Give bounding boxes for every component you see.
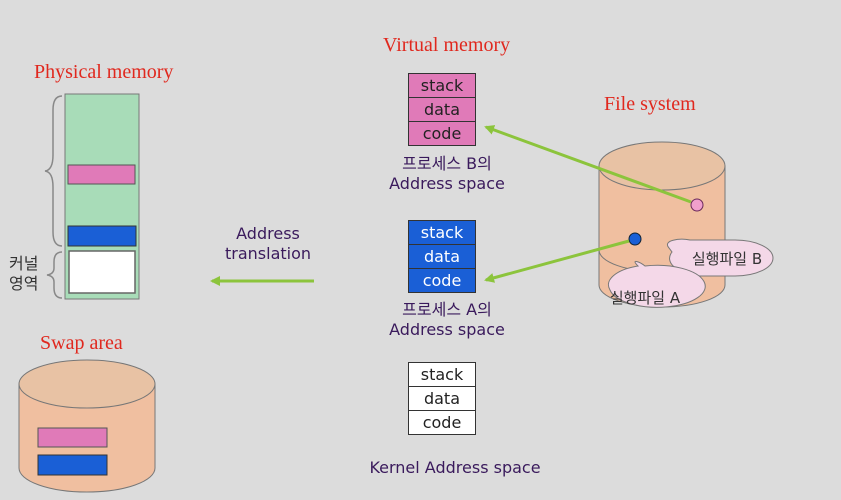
swap-page-pink (37, 427, 108, 448)
kernel-caption: Kernel Address space (369, 458, 541, 477)
physical-memory-title: Physical memory (34, 61, 174, 83)
kernel-stack: stack (408, 362, 476, 387)
exec-a-to-virtual-arrow (484, 239, 630, 283)
user-region-brace (44, 95, 63, 247)
process-a-data: data (408, 244, 476, 269)
process-a-address-space: stack data code (408, 220, 476, 293)
virtual-memory-title: Virtual memory (383, 34, 511, 56)
kernel-region-box (68, 250, 136, 294)
kernel-region-label: 커널 영역 (9, 254, 39, 293)
process-b-address-space: stack data code (408, 73, 476, 146)
callout-exec-a (607, 260, 706, 308)
address-translation-label: Address translation (224, 224, 312, 263)
swap-area-title: Swap area (40, 332, 123, 354)
kernel-data: data (408, 386, 476, 411)
exec-a-file-dot (628, 232, 642, 246)
physical-memory-page-pink (67, 164, 136, 185)
process-b-code: code (408, 121, 476, 146)
physical-memory-page-blue (67, 225, 137, 247)
process-a-caption: 프로세스 A의 Address space (389, 300, 505, 339)
exec-b-to-virtual-arrow (484, 125, 692, 204)
file-system-title: File system (604, 93, 696, 115)
exec-b-file-dot (690, 198, 704, 212)
process-b-data: data (408, 97, 476, 122)
kernel-region-brace (46, 251, 63, 299)
kernel-code: code (408, 410, 476, 435)
process-b-stack: stack (408, 73, 476, 98)
swap-page-blue (37, 454, 108, 476)
process-a-code: code (408, 268, 476, 293)
exec-a-label: 실행파일 A (609, 289, 681, 307)
process-b-caption: 프로세스 B의 Address space (389, 154, 505, 193)
process-a-stack: stack (408, 220, 476, 245)
exec-b-label: 실행파일 B (691, 250, 763, 268)
kernel-address-space: stack data code (408, 362, 476, 435)
